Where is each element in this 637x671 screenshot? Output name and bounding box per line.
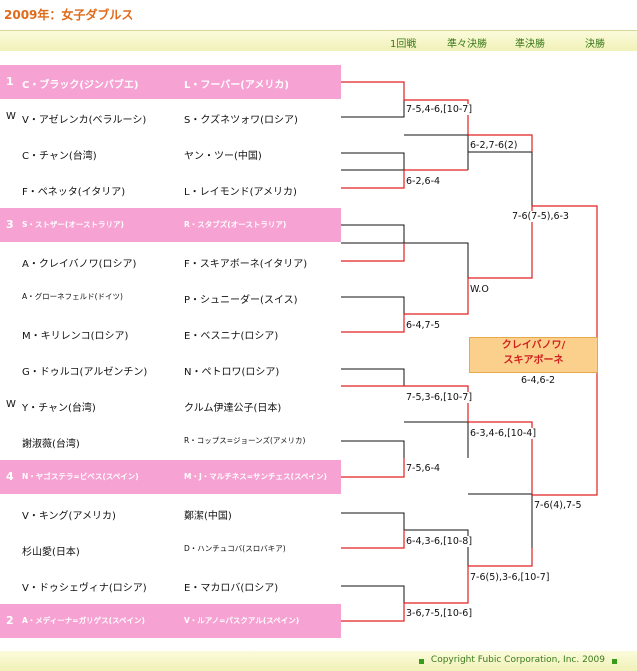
player-name-1: C・チャン(台湾): [22, 151, 97, 162]
score-r1-2: 6-2,6-4: [406, 176, 441, 187]
player-name-2: 鄭潔(中国): [184, 511, 232, 522]
draw-row: 謝淑薇(台湾) R・コップス=ジョーンズ(アメリカ): [0, 424, 637, 458]
draw-row: 2 A・メディーナ=ガリゲス(スペイン) V・ルアノ=パスクアル(スペイン): [0, 604, 341, 638]
player-name-1: A・グローネフェルド(ドイツ): [22, 292, 123, 301]
footer-square-icon: [419, 659, 424, 664]
player-name-1: 謝淑薇(台湾): [22, 439, 80, 450]
player-name-2: E・ベスニナ(ロシア): [184, 331, 279, 342]
draw-row: W V・アゼレンカ(ベラルーシ) S・クズネツォワ(ロシア): [0, 100, 637, 134]
header-final: 決勝: [585, 39, 605, 50]
seed-marker: W: [6, 111, 16, 122]
player-name-1: S・ストザー(オーストラリア): [22, 220, 124, 229]
player-name-2: L・フーバー(アメリカ): [184, 80, 289, 91]
score-sf-2: 7-6(4),7-5: [534, 500, 582, 511]
player-name-2: R・スタブズ(オーストラリア): [184, 220, 287, 229]
champion-line1: クレイバノワ/: [501, 340, 566, 351]
score-final: 6-4,6-2: [521, 375, 556, 386]
player-name-1: A・クレイバノワ(ロシア): [22, 259, 137, 270]
draw-row: 1 C・ブラック(ジンバブエ) L・フーバー(アメリカ): [0, 65, 341, 99]
player-name-1: V・キング(アメリカ): [22, 511, 116, 522]
player-name-2: M・J・マルチネス=サンチェス(スペイン): [184, 472, 327, 481]
score-qf-3: 6-3,4-6,[10-4]: [470, 428, 537, 439]
score-r1-8: 3-6,7-5,[10-6]: [406, 608, 473, 619]
player-name-2: ヤン・ツー(中国): [184, 151, 262, 162]
draw-row: 3 S・ストザー(オーストラリア) R・スタブズ(オーストラリア): [0, 208, 341, 242]
player-name-2: N・ペトロワ(ロシア): [184, 367, 280, 378]
draw-row: A・グローネフェルド(ドイツ) P・シュニーダー(スイス): [0, 280, 637, 314]
draw-row: M・キリレンコ(ロシア) E・ベスニナ(ロシア): [0, 316, 637, 350]
score-sf-1: 7-6(7-5),6-3: [512, 211, 569, 222]
footer-square-icon: [612, 659, 617, 664]
player-name-1: Y・チャン(台湾): [22, 403, 96, 414]
player-name-1: V・アゼレンカ(ベラルーシ): [22, 115, 147, 126]
draw-row: C・チャン(台湾) ヤン・ツー(中国): [0, 136, 637, 170]
player-name-2: F・スキアボーネ(イタリア): [184, 259, 308, 270]
seed-marker: 2: [6, 614, 14, 627]
player-name-2: L・レイモンド(アメリカ): [184, 187, 297, 198]
player-name-2: D・ハンチュコバ(スロバキア): [184, 544, 286, 553]
player-name-1: A・メディーナ=ガリゲス(スペイン): [22, 616, 145, 625]
seed-marker: 1: [6, 75, 14, 88]
score-r1-5: 7-5,3-6,[10-7]: [406, 392, 473, 403]
champion-box: クレイバノワ/ スキアボーネ: [469, 337, 598, 373]
player-name-1: G・ドゥルコ(アルゼンチン): [22, 367, 148, 378]
seed-marker: 4: [6, 470, 14, 483]
score-qf-4: 7-6(5),3-6,[10-7]: [470, 572, 550, 583]
draw-row: F・ペネッタ(イタリア) L・レイモンド(アメリカ): [0, 172, 637, 206]
score-qf-2: W.O: [470, 284, 489, 295]
player-name-2: R・コップス=ジョーンズ(アメリカ): [184, 436, 306, 445]
player-name-1: C・ブラック(ジンバブエ): [22, 80, 139, 91]
draw-row: 4 N・ヤゴステラ=ビベス(スペイン) M・J・マルチネス=サンチェス(スペイン): [0, 460, 341, 494]
score-qf-1: 6-2,7-6(2): [470, 140, 518, 151]
header-quarterfinal: 準々決勝: [447, 39, 487, 50]
score-r1-6: 7-5,6-4: [406, 463, 441, 474]
player-name-2: P・シュニーダー(スイス): [184, 295, 298, 306]
score-r1-4: 6-4,7-5: [406, 320, 441, 331]
draw-row: V・ドゥシェヴィナ(ロシア) E・マカロバ(ロシア): [0, 568, 637, 602]
champion-line2: スキアボーネ: [503, 355, 564, 366]
draw-row: W Y・チャン(台湾) クルム伊達公子(日本): [0, 388, 637, 422]
player-name-1: 杉山愛(日本): [22, 547, 80, 558]
player-name-2: クルム伊達公子(日本): [184, 403, 282, 414]
seed-marker: W: [6, 399, 16, 410]
draw-row: 杉山愛(日本) D・ハンチュコバ(スロバキア): [0, 532, 637, 566]
footer-bar: Copyright Fubic Corporation, Inc. 2009: [0, 651, 637, 671]
copyright-text: Copyright Fubic Corporation, Inc. 2009: [430, 655, 605, 665]
page-title: 2009年：女子ダブルス: [4, 8, 134, 22]
player-name-2: S・クズネツォワ(ロシア): [184, 115, 298, 126]
player-name-1: M・キリレンコ(ロシア): [22, 331, 129, 342]
header-semifinal: 準決勝: [515, 39, 545, 50]
draw-row: V・キング(アメリカ) 鄭潔(中国): [0, 496, 637, 530]
draw-row: A・クレイバノワ(ロシア) F・スキアボーネ(イタリア): [0, 244, 637, 278]
player-name-1: V・ドゥシェヴィナ(ロシア): [22, 583, 147, 594]
seed-marker: 3: [6, 218, 14, 231]
header-round1: 1回戦: [390, 39, 417, 50]
player-name-1: F・ペネッタ(イタリア): [22, 187, 126, 198]
player-name-2: E・マカロバ(ロシア): [184, 583, 279, 594]
player-name-2: V・ルアノ=パスクアル(スペイン): [184, 616, 300, 625]
player-name-1: N・ヤゴステラ=ビベス(スペイン): [22, 472, 139, 481]
draw-row: G・ドゥルコ(アルゼンチン) N・ペトロワ(ロシア): [0, 352, 637, 386]
score-r1-7: 6-4,3-6,[10-8]: [406, 536, 473, 547]
score-r1-1: 7-5,4-6,[10-7]: [406, 104, 473, 115]
round-header-bar: [0, 30, 637, 51]
